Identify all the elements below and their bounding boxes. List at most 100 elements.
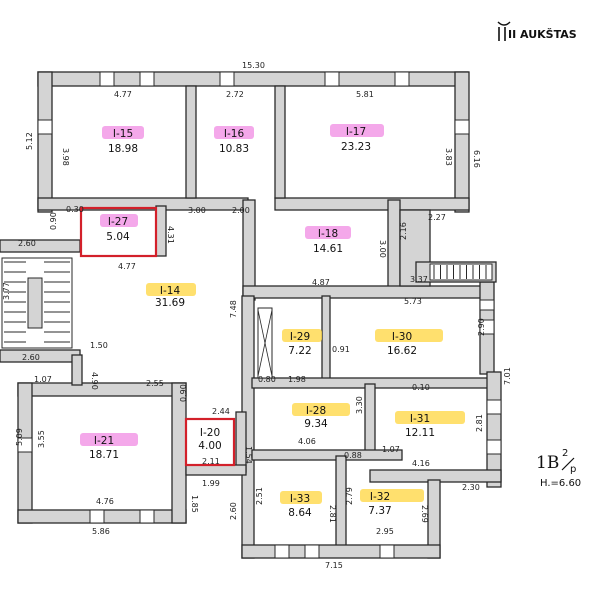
windows [17,71,502,559]
room-I-32-area: 7.37 [368,505,391,517]
svg-text:0.90: 0.90 [179,384,188,402]
room-I-14-area: 31.69 [155,297,185,309]
svg-text:15.30: 15.30 [242,61,265,70]
svg-text:6.16: 6.16 [472,150,481,168]
wall-15-16 [185,85,197,199]
room-I-33-area: 8.64 [288,507,312,519]
wall-left-top [37,71,53,213]
svg-text:1.85: 1.85 [190,495,199,513]
svg-text:5.86: 5.86 [92,527,110,536]
room-I-15-area: 18.98 [108,143,138,155]
room-I-16-area: 10.83 [219,143,249,155]
shaft [257,307,273,379]
svg-text:4.77: 4.77 [114,90,132,99]
wall-below-28 [251,449,403,461]
svg-text:2.72: 2.72 [226,90,244,99]
wall-bottom-3332 [241,544,441,559]
svg-text:0.30: 0.30 [66,205,84,214]
room-I-28-area: 9.34 [304,418,328,430]
svg-text:4.31: 4.31 [166,226,175,244]
svg-text:0.10: 0.10 [412,383,430,392]
svg-text:2.81: 2.81 [475,414,484,432]
room-I-14-id: I-14 [160,285,181,297]
svg-text:4.87: 4.87 [312,278,330,287]
wall-r18-left [242,199,256,301]
svg-text:2.60: 2.60 [18,239,36,248]
svg-text:2.55: 2.55 [146,379,164,388]
svg-text:1.99: 1.99 [202,479,220,488]
svg-text:4.90: 4.90 [90,372,99,390]
wall-r18-right [387,199,401,289]
wall-29-30 [321,295,331,383]
wall-right-top [454,71,470,213]
svg-text:3.55: 3.55 [37,430,46,448]
wall-r27-right [155,205,167,257]
svg-text:2.60: 2.60 [22,353,40,362]
floor-label: II AUKŠTAS [508,28,577,41]
room-I-21-id: I-21 [94,435,114,447]
svg-text:3.77: 3.77 [2,282,11,300]
room-I-28-id: I-28 [306,405,326,417]
svg-text:5.12: 5.12 [25,132,34,150]
room-I-29-id: I-29 [290,331,310,343]
svg-text:4.16: 4.16 [412,459,430,468]
room-I-20-marker [184,417,236,467]
svg-text:1.50: 1.50 [90,341,108,350]
svg-text:4.06: 4.06 [298,437,316,446]
svg-text:2.51: 2.51 [255,487,264,505]
building-code: 1B 2 p H.=6.60 [536,448,581,489]
svg-text:5.09: 5.09 [15,428,24,446]
room-I-31-area: 12.11 [405,427,435,439]
wall-stair-top [0,239,81,253]
room-I-17-id: I-17 [346,126,366,138]
svg-text:3.37: 3.37 [410,275,428,284]
room-I-30-id: I-30 [392,331,412,343]
svg-text:0.91: 0.91 [332,345,350,354]
wall-r18-bottom [242,285,494,299]
wall-r21-right [171,382,187,524]
room-I-17-area: 23.23 [341,141,371,153]
room-I-18-area: 14.61 [313,243,343,255]
svg-text:2.00: 2.00 [232,206,250,215]
svg-text:2.16: 2.16 [399,222,408,240]
building-code-sub: p [570,464,576,475]
svg-text:3.00: 3.00 [378,240,387,258]
room-I-30-area: 16.62 [387,345,417,357]
svg-text:2.27: 2.27 [428,213,446,222]
dimension-labels: 15.30 4.77 3.98 5.12 2.72 5.81 3.83 6.16… [2,61,512,570]
room-I-27-area: 5.04 [106,231,130,243]
room-I-21-area: 18.71 [89,449,119,461]
svg-text:7.48: 7.48 [229,300,238,318]
room-I-18-id: I-18 [318,228,338,240]
room-I-20-id: I-20 [200,427,220,439]
svg-text:0.80: 0.80 [258,375,276,384]
svg-text:4.76: 4.76 [96,497,114,506]
svg-text:2.90: 2.90 [477,318,486,336]
room-I-20-area: 4.00 [198,440,221,452]
wall-r20-bottom [185,464,247,476]
svg-text:1.07: 1.07 [34,375,52,384]
svg-text:4.77: 4.77 [118,262,136,271]
svg-text:2.95: 2.95 [376,527,394,536]
staircase [1,257,493,349]
wall-16-17 [274,85,286,199]
svg-text:2.44: 2.44 [212,407,230,416]
svg-text:5.73: 5.73 [404,297,422,306]
svg-text:7.01: 7.01 [503,367,512,385]
room-I-32-id: I-32 [370,491,390,503]
svg-text:2.69: 2.69 [420,505,429,523]
room-I-16-id: I-16 [224,128,245,140]
wall-stair-right [71,354,83,386]
svg-text:0.88: 0.88 [344,451,362,460]
wall-stair-bottom [0,349,81,363]
wall-r17-bottom [274,197,470,211]
floor-title: II AUKŠTAS [497,21,577,41]
svg-text:2.81: 2.81 [328,505,337,523]
svg-text:2.60: 2.60 [229,502,238,520]
svg-text:0.90: 0.90 [49,212,58,230]
svg-text:1.54: 1.54 [244,446,253,464]
svg-text:1.07: 1.07 [382,445,400,454]
walls [0,71,502,559]
svg-text:2.79: 2.79 [345,487,354,505]
